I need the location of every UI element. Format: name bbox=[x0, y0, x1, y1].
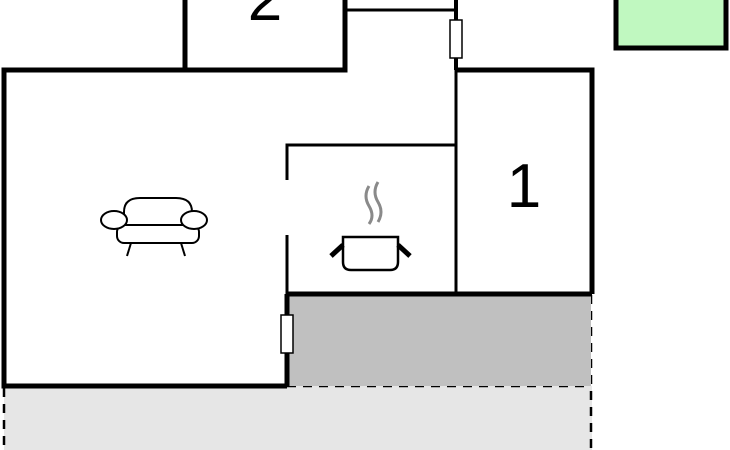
cooking-pot-icon bbox=[329, 181, 412, 272]
room-2-label: 2 bbox=[248, 0, 282, 34]
living-room-walls bbox=[1, 67, 287, 389]
door-corridor bbox=[449, 19, 463, 59]
door-terrace bbox=[280, 314, 294, 354]
sofa-icon bbox=[100, 197, 208, 257]
kitchen-walls bbox=[285, 143, 456, 180]
room-2-walls bbox=[182, 0, 348, 73]
room-1-walls bbox=[456, 67, 595, 294]
room-1-label: 1 bbox=[507, 152, 541, 221]
corridor-top-wall bbox=[345, 0, 458, 12]
pool bbox=[613, 0, 729, 51]
terrace-open bbox=[4, 386, 592, 450]
terrace-covered bbox=[287, 294, 591, 386]
